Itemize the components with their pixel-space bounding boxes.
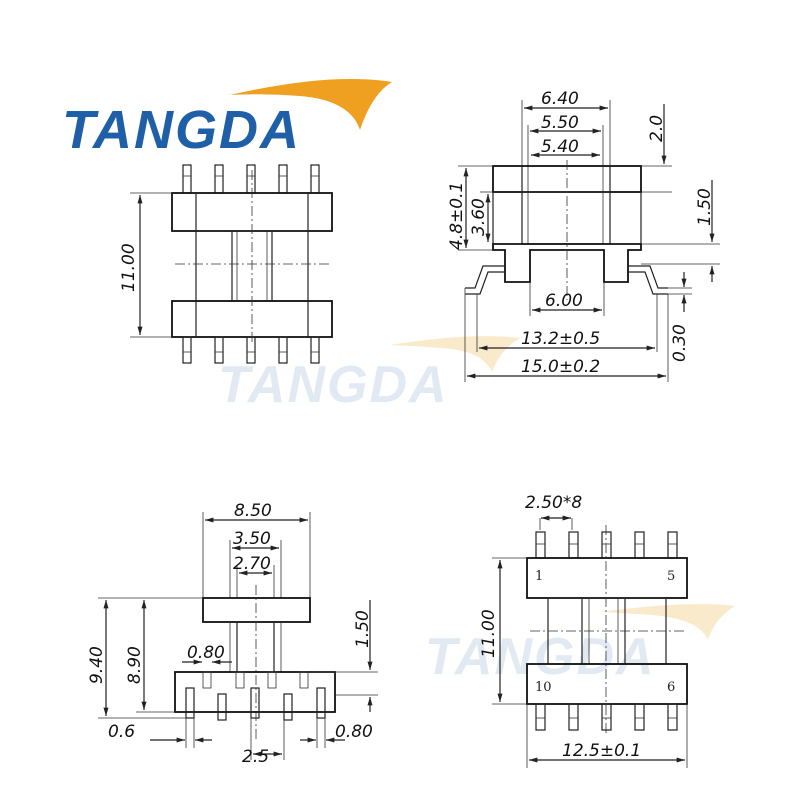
dim-2-70: 2.70 [233,554,271,574]
dim-0-80-top: 0.80 [187,643,225,663]
pin-label-6: 6 [667,680,675,695]
dim-11-00-pin: 11.00 [479,609,499,658]
dim-2-5: 2.5 [242,747,269,767]
watermark-center: TANGDA [218,336,520,414]
dim-6-40: 6.40 [541,89,579,109]
pin-label-10: 10 [535,680,552,695]
dim-12-5: 12.5±0.1 [562,741,641,761]
dim-3-50: 3.50 [233,529,271,549]
pin-label-5: 5 [667,569,675,584]
dim-8-50: 8.50 [234,501,272,521]
dim-1-50-end: 1.50 [353,610,373,648]
dim-pitch: 2.50*8 [525,493,582,513]
dim-2-0: 2.0 [647,115,667,142]
dim-9-40: 9.40 [87,646,107,684]
dim-5-40: 5.40 [541,137,579,157]
svg-text:TANGDA: TANGDA [218,356,449,414]
pin-layout-bottom-pins [535,703,678,731]
end-view-left: 8.50 3.50 2.70 [87,501,378,767]
watermark-bottom-right: TANGDA [425,604,735,686]
pin-layout-view: 2.50*8 1 5 10 6 [479,493,688,768]
logo-text: TANGDA [62,100,301,160]
dim-0-30: 0.30 [670,324,690,362]
side-view-right: 6.40 5.50 5.40 2.0 4.8±0.1 [447,89,720,382]
dim-5-50: 5.50 [541,113,579,133]
dim-1-50: 1.50 [695,188,715,226]
dim-8-90: 8.90 [125,646,145,684]
dim-3-60: 3.60 [469,198,489,236]
svg-text:TANGDA: TANGDA [425,628,656,686]
top-view-left: 11.00 [119,164,333,364]
bottom-pins [182,336,320,364]
pin-layout-top-pins [535,531,678,559]
top-pins [182,164,320,194]
dim-11-00: 11.00 [119,243,139,292]
dim-15-0: 15.0±0.2 [521,357,600,377]
logo-swoosh [230,78,392,130]
dim-4-8: 4.8±0.1 [447,182,467,250]
dim-0-6: 0.6 [108,722,135,742]
tangda-logo: TANGDA [62,78,392,160]
dim-6-00: 6.00 [545,291,583,311]
dim-0-80-bottom: 0.80 [335,722,373,742]
end-view-pins [185,671,326,721]
dim-13-2: 13.2±0.5 [521,329,600,349]
pin-label-1: 1 [535,569,543,584]
